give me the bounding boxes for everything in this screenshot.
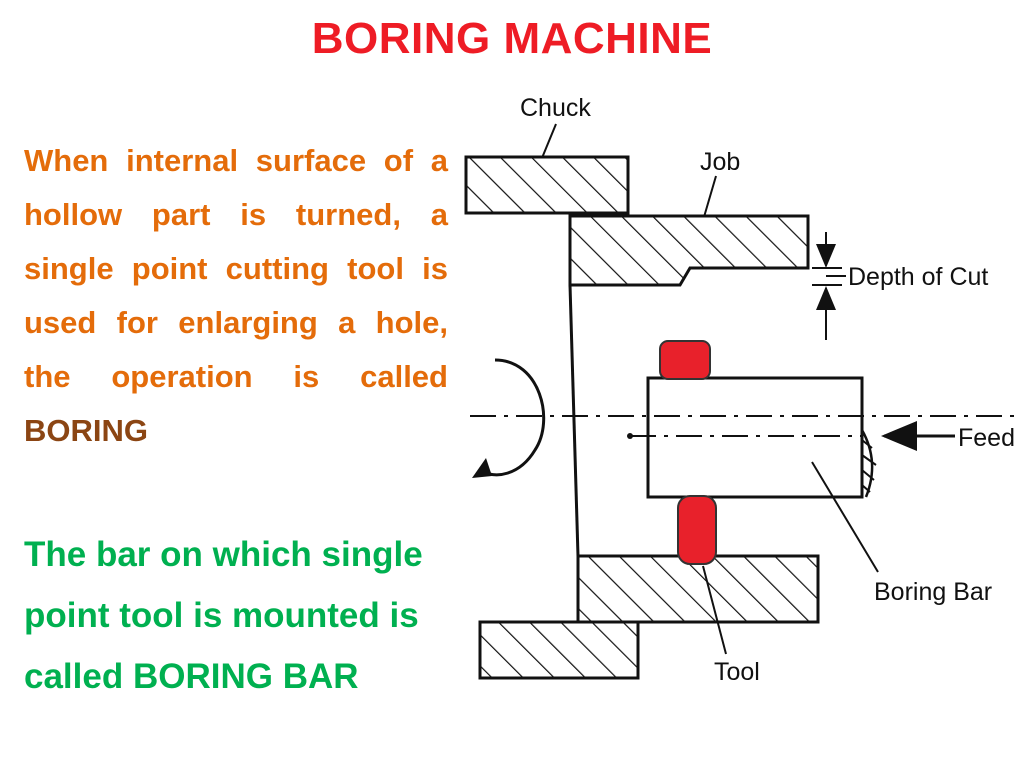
page-title: BORING MACHINE <box>311 14 713 63</box>
rotation-arrow <box>479 358 546 477</box>
definition-text: When internal surface of a hollow part i… <box>24 143 448 394</box>
job-top <box>568 214 810 287</box>
feed-label: Feed <box>958 424 1015 452</box>
boring-bar-keyword: BORING BAR <box>132 657 359 696</box>
boring-bar <box>646 376 864 499</box>
tool-leader <box>702 565 727 655</box>
definition-keyword: BORING <box>24 413 148 448</box>
tool-top <box>659 340 711 380</box>
rotation-arrow-head <box>472 458 492 478</box>
definition-paragraph: When internal surface of a hollow part i… <box>24 134 448 458</box>
job-bottom <box>576 554 820 624</box>
job-leader <box>703 175 717 218</box>
tool-bottom <box>677 495 717 565</box>
tool-label: Tool <box>714 658 760 686</box>
boring-bar-paragraph: The bar on which single point tool is mo… <box>24 524 454 707</box>
depth-of-cut-label: Depth of Cut <box>848 263 988 291</box>
chuck-bottom <box>478 620 640 680</box>
boring-bar-end-hatch <box>861 439 877 493</box>
job-left-face <box>568 284 580 557</box>
chuck-leader <box>541 123 557 159</box>
chuck-label: Chuck <box>520 94 591 122</box>
boring-bar-leader <box>811 461 879 573</box>
job-label: Job <box>700 148 740 176</box>
boring-machine-diagram: Chuck Job Depth of Cut Feed Boring Bar T… <box>464 94 1015 686</box>
boring-bar-label: Boring Bar <box>874 578 992 606</box>
chuck-top <box>464 155 630 215</box>
bar-axis-dot <box>627 433 633 439</box>
boring-bar-text: The bar on which single point tool is mo… <box>24 535 423 696</box>
